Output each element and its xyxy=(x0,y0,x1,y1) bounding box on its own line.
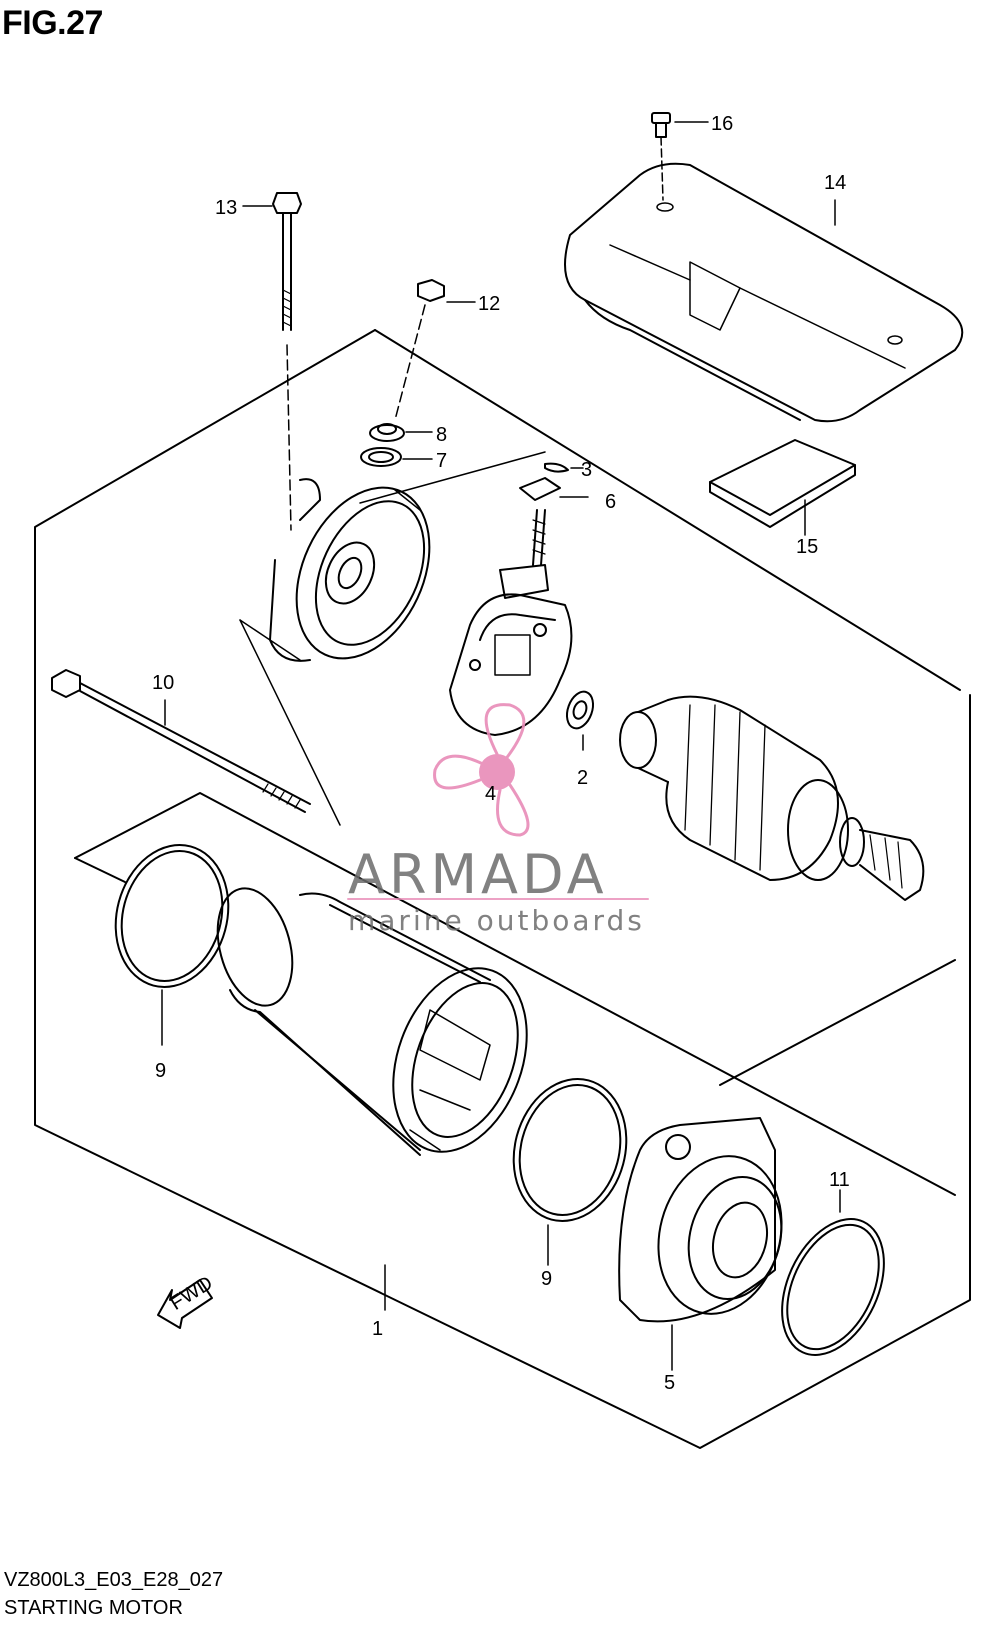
diagram-footer: VZ800L3_E03_E28_027 STARTING MOTOR xyxy=(4,1566,223,1622)
callout-5: 5 xyxy=(664,1372,675,1394)
inner-box-right xyxy=(719,959,956,1086)
bolt-part-16 xyxy=(651,112,709,201)
callout-13: 13 xyxy=(215,197,237,219)
o-ring-part-9-right xyxy=(512,1078,628,1266)
clip-part-3 xyxy=(359,451,584,504)
assembly-box-top-edge xyxy=(374,329,961,691)
callout-2: 2 xyxy=(577,767,588,789)
watermark-brand: ARMADA xyxy=(348,843,608,906)
o-ring-part-11 xyxy=(781,1189,885,1356)
nut-part-12 xyxy=(394,279,476,421)
callout-7: 7 xyxy=(436,450,447,472)
callout-9-left: 9 xyxy=(155,1060,166,1082)
terminal-part-6 xyxy=(519,477,589,566)
callout-10: 10 xyxy=(152,672,174,694)
figure-title: FIG.27 xyxy=(2,4,103,42)
callout-4: 4 xyxy=(485,783,496,805)
callout-8: 8 xyxy=(436,424,447,446)
callout-9-right: 9 xyxy=(541,1268,552,1290)
bolt-part-13 xyxy=(242,192,302,531)
washer-part-7 xyxy=(360,447,433,467)
callout-14: 14 xyxy=(824,172,846,194)
callout-3: 3 xyxy=(581,459,592,481)
washer-part-2 xyxy=(565,690,595,751)
callout-15: 15 xyxy=(796,536,818,558)
pad-part-15 xyxy=(709,439,856,536)
yoke-housing xyxy=(216,887,528,1156)
watermark-propeller-icon xyxy=(433,703,530,837)
armature xyxy=(619,695,925,901)
end-cover-part-5 xyxy=(618,1117,783,1371)
callout-12: 12 xyxy=(478,293,500,315)
cover-part-14 xyxy=(564,162,964,423)
inner-box-lower-edge xyxy=(74,857,126,883)
nut-part-8 xyxy=(369,423,433,442)
callout-1: 1 xyxy=(372,1318,383,1340)
o-ring-part-9-left xyxy=(114,844,230,1046)
through-bolt-part-10 xyxy=(51,669,311,813)
assembly-box-outline xyxy=(34,329,971,1449)
callout-6: 6 xyxy=(605,491,616,513)
end-housing xyxy=(239,478,431,826)
callout-11: 11 xyxy=(829,1169,850,1191)
brush-holder-part-4 xyxy=(449,564,573,736)
fwd-arrow-icon: FWD xyxy=(157,1272,217,1329)
watermark-tagline: marine outboards xyxy=(348,904,645,937)
diagram-caption: STARTING MOTOR xyxy=(4,1597,183,1619)
callout-16: 16 xyxy=(711,113,733,135)
diagram-code: VZ800L3_E03_E28_027 xyxy=(4,1569,224,1591)
inner-box-outline xyxy=(74,792,956,1196)
